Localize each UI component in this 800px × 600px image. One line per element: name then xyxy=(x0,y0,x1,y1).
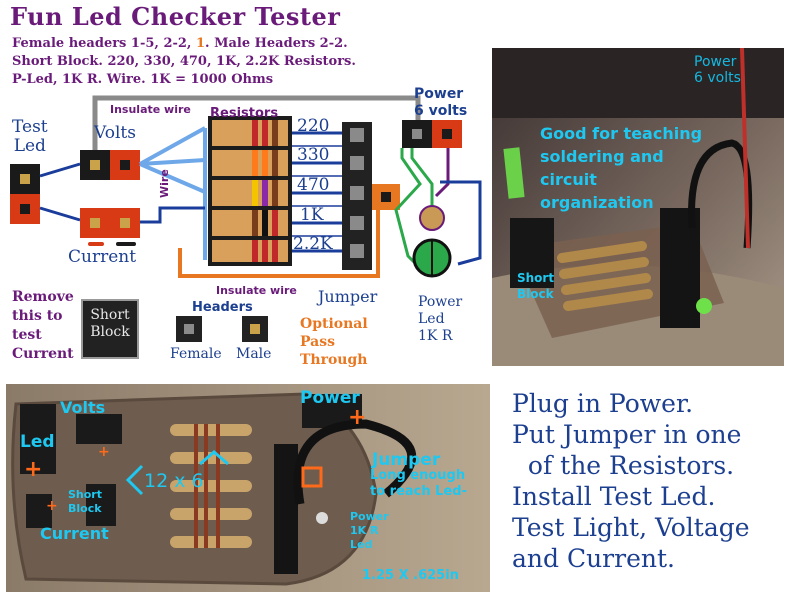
svg-text:+: + xyxy=(46,498,58,514)
photo-bottom-power-label: Power xyxy=(300,388,360,408)
optional-pass-through-label: Optional Pass Through xyxy=(300,316,368,368)
page-title: Fun Led Checker Tester xyxy=(10,2,341,31)
subtitle-line-1b: 1 xyxy=(195,36,206,51)
grey-insulated-wire xyxy=(92,95,421,152)
resistor-1k xyxy=(212,210,288,236)
photo-green-led xyxy=(503,147,525,199)
power-led-resistor xyxy=(419,205,445,231)
test-led-label: Test Led xyxy=(12,117,48,156)
remove-note: Remove this to test Current xyxy=(12,289,74,362)
instruction-line: Plug in Power. xyxy=(512,389,694,418)
photo-bottom-jumper-title: Jumper xyxy=(372,450,441,470)
subtitle-line-2: Short Block. 220, 330, 470, 1K, 2.2K Res… xyxy=(12,54,356,69)
photo-top xyxy=(492,48,784,366)
subtitle-line-1c: . Male Headers 2-2. xyxy=(205,36,348,51)
instruction-line: Install Test Led. xyxy=(512,482,716,511)
photo-bottom-jumper-note: Long enough to reach Led- xyxy=(370,468,467,499)
photo-bottom-dims: 12 x 6 xyxy=(144,470,204,492)
jumper-header xyxy=(342,122,372,270)
short-block xyxy=(81,299,139,359)
subtitle-line-3: P-Led, 1K R. Wire. 1K = 1000 Ohms xyxy=(12,72,274,87)
photo-top-drawing xyxy=(492,48,784,366)
subtitle-line-1a: Female headers 1-5, 2-2, xyxy=(12,36,196,51)
instruction-line: Test Light, Voltage xyxy=(512,513,750,542)
photo-bottom-current-label: Current xyxy=(40,524,109,543)
photo-bottom-volts-label: Volts xyxy=(60,398,106,417)
wiring-diagram xyxy=(10,95,482,359)
resistor-value-1k: 1K xyxy=(300,205,324,225)
photo-bottom-drawing: + + + + xyxy=(6,384,490,592)
insulate-wire-bottom-label: Insulate wire xyxy=(216,284,297,297)
instructions: Plug in Power. Put Jumper in one of the … xyxy=(512,388,750,574)
photo-bottom-led-label: Led xyxy=(20,432,55,452)
photo-power-led xyxy=(696,298,712,314)
instruction-line: Put Jumper in one xyxy=(512,420,742,449)
resistor-value-2-2k: 2.2K xyxy=(293,234,333,254)
photo-top-caption: Good for teaching soldering and circuit … xyxy=(540,124,703,212)
resistor-2-2k xyxy=(212,240,288,262)
resistor-220 xyxy=(212,120,288,146)
photo-bottom-short-block-label: Short Block xyxy=(68,488,102,515)
svg-text:+: + xyxy=(348,405,366,430)
photo-bottom-power-led-label: Power 1K R Led xyxy=(350,510,389,551)
photo-bottom: + + + + xyxy=(6,384,490,592)
subtitle-line-1: Female headers 1-5, 2-2, 1. Male Headers… xyxy=(12,36,348,51)
resistor-330 xyxy=(212,150,288,176)
svg-text:+: + xyxy=(24,457,42,482)
female-label: Female xyxy=(170,346,222,362)
resistors-title: Resistors xyxy=(210,106,279,121)
resistor-470 xyxy=(212,180,288,206)
resistor-value-330: 330 xyxy=(297,145,330,165)
wire-label: Wire xyxy=(158,169,171,198)
current-label: Current xyxy=(68,247,137,267)
jumper-label: Jumper xyxy=(318,287,378,306)
instruction-line: and Current. xyxy=(512,544,675,573)
resistor-value-470: 470 xyxy=(297,175,330,195)
photo-top-short-block-label: Short Block xyxy=(517,271,555,301)
headers-title: Headers xyxy=(192,300,253,315)
svg-text:+: + xyxy=(98,444,110,460)
male-label: Male xyxy=(236,346,272,362)
resistor-value-220: 220 xyxy=(297,116,330,136)
power-6v-label: Power 6 volts xyxy=(414,86,468,119)
photo-top-power-label: Power 6 volts xyxy=(694,54,741,86)
photo-jumper-marker xyxy=(301,466,323,488)
short-block-label: Short Block xyxy=(90,307,130,340)
orange-insulated-wire xyxy=(178,206,380,278)
resistors xyxy=(212,120,288,262)
photo-bottom-size-label: 1.25 X .625in xyxy=(362,568,459,583)
insulate-wire-top-label: Insulate wire xyxy=(110,103,191,116)
volts-label: Volts xyxy=(94,123,136,143)
photo-short-block xyxy=(510,218,554,288)
instruction-line: of the Resistors. xyxy=(512,451,735,480)
power-led-label: Power Led 1K R xyxy=(418,294,463,344)
